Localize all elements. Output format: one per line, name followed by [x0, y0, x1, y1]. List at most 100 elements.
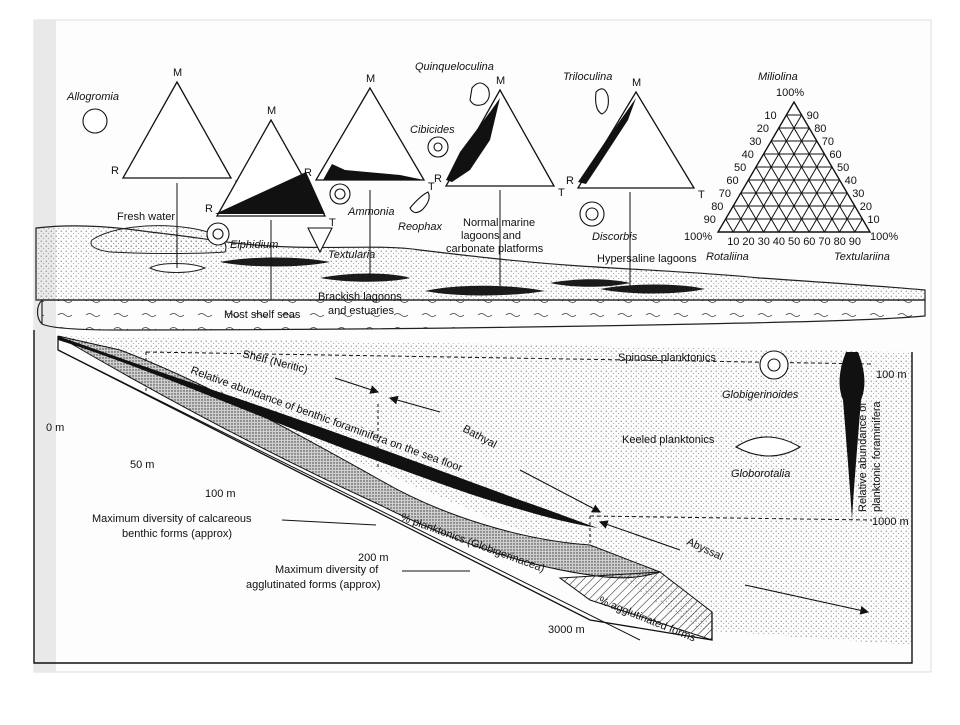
elphidium-shell-icon	[206, 222, 230, 246]
note-calcareous-2: benthic forms (approx)	[122, 528, 232, 540]
genus-sketches	[82, 82, 609, 254]
ternary-label-top: Miliolina	[758, 71, 798, 83]
ternary-tick-bottom: 40	[773, 236, 785, 248]
reophax-shell-icon	[409, 191, 430, 214]
quinqueloculina-shell-icon	[469, 82, 490, 106]
genus-elphidium: Elphidium	[230, 239, 278, 251]
ternary-tick-left: 90	[704, 214, 716, 226]
genus-allogromia: Allogromia	[66, 91, 119, 103]
vertex-top: M	[173, 67, 182, 79]
depth-200m: 200 m	[358, 552, 389, 564]
depth-0m: 0 m	[46, 422, 64, 434]
brackish-lagoon	[320, 273, 410, 282]
triloculina-shell-icon	[595, 88, 609, 115]
genus-reophax: Reophax	[398, 221, 443, 233]
ternary-pct-top: 100%	[776, 87, 804, 99]
sea-water	[41, 299, 926, 331]
ternary-tick-bottom: 90	[849, 236, 861, 248]
allogromia-shell-icon	[82, 108, 108, 134]
note-agglutinated-1: Maximum diversity of	[275, 564, 379, 576]
coastal-section	[35, 225, 926, 331]
spinose-planktonics: Spinose planktonics	[618, 352, 716, 364]
triangle-shelf: M R T	[205, 105, 336, 229]
right-depth-100m: 100 m	[876, 369, 907, 381]
triangle-normal: MRT	[434, 75, 565, 199]
env-normal-3: carbonate platforms	[446, 243, 544, 255]
ternary-tick-right: 90	[807, 110, 819, 122]
env-normal-1: Normal marine	[463, 217, 535, 229]
ternary-tick-right: 30	[852, 188, 864, 200]
vertex-left: R	[304, 167, 312, 179]
vertex-left: R	[205, 203, 213, 215]
ternary-tick-left: 40	[742, 149, 754, 161]
ternary-tick-right: 70	[822, 136, 834, 148]
ternary-tick-bottom: 30	[758, 236, 770, 248]
planktonic-abundance-spindle	[839, 352, 865, 520]
ternary-tick-left: 80	[711, 201, 723, 213]
genus-cibicides: Cibicides	[410, 124, 455, 136]
coastal-hill	[90, 225, 227, 254]
ammonia-shell-icon	[329, 183, 351, 205]
note-agglutinated-2: agglutinated forms (approx)	[246, 579, 381, 591]
ternary-label-right: Textulariina	[834, 251, 890, 263]
genus-textularia: Textularia	[328, 249, 375, 261]
discorbis-shell-icon	[579, 201, 605, 227]
page-gutter	[34, 20, 56, 672]
depth-100m: 100 m	[205, 488, 236, 500]
ternary-tick-right: 50	[837, 162, 849, 174]
genus-globorotalia: Globorotalia	[731, 468, 790, 480]
vertex-right: T	[428, 181, 435, 193]
triangle-hyper: MRT	[566, 77, 705, 201]
hypersaline-lagoon	[600, 284, 705, 294]
genus-globigerinoides: Globigerinoides	[722, 389, 799, 401]
ternary-tick-bottom: 20	[742, 236, 754, 248]
textularia-shell-icon	[307, 227, 333, 254]
lower-sediment-line	[57, 349, 641, 641]
ternary-tick-right: 60	[829, 149, 841, 161]
vertex-top: M	[632, 77, 641, 89]
environment-connectors	[176, 183, 631, 300]
vertex-left: R	[111, 165, 119, 177]
ternary-tick-bottom: 60	[803, 236, 815, 248]
ternary-tick-right: 20	[860, 201, 872, 213]
globorotalia-icon	[734, 436, 802, 457]
triangle-brackish: M R T	[304, 73, 435, 193]
ternary-pct-right: 100%	[870, 231, 898, 243]
env-hypersaline: Hypersaline lagoons	[597, 253, 697, 265]
normal-lagoon	[425, 285, 545, 296]
genus-triloculina: Triloculina	[563, 71, 612, 83]
vertex-right: T	[698, 189, 705, 201]
depth-3000m: 3000 m	[548, 624, 585, 636]
vertex-right: T	[558, 187, 565, 199]
ternary-label-left: Rotaliina	[706, 251, 749, 263]
top-labels: Allogromia Quinqueloculina Triloculina C…	[66, 61, 697, 321]
env-normal-2: lagoons and	[461, 230, 521, 242]
ternary-tick-left: 60	[726, 175, 738, 187]
env-brackish-1: Brackish lagoons	[318, 291, 402, 303]
ternary-tick-bottom: 50	[788, 236, 800, 248]
planktonic-axis-1: Relative abundance of	[857, 402, 869, 512]
depth-50m: 50 m	[130, 459, 154, 471]
ternary-tick-left: 20	[757, 123, 769, 135]
vertex-left: R	[434, 173, 442, 185]
genus-discorbis: Discorbis	[592, 231, 638, 243]
note-calcareous-1: Maximum diversity of calcareous	[92, 513, 252, 525]
ternary-tick-right: 40	[845, 175, 857, 187]
ternary-tick-left: 30	[749, 136, 761, 148]
keeled-planktonics: Keeled planktonics	[622, 434, 715, 446]
ternary-pct-left: 100%	[684, 231, 712, 243]
ternary-tick-right: 80	[814, 123, 826, 135]
ternary-tick-left: 70	[719, 188, 731, 200]
ternary-tick-left: 50	[734, 162, 746, 174]
vertex-top: M	[267, 105, 276, 117]
right-depth-1000m: 1000 m	[872, 516, 909, 528]
env-brackish-2: and estuaries	[328, 305, 395, 317]
environment-triangles: MRTMRTMRTMRTMRT	[111, 67, 705, 229]
carbonate-lagoon	[550, 279, 630, 287]
genus-ammonia: Ammonia	[347, 206, 394, 218]
vertex-right: T	[329, 217, 336, 229]
vertex-top: M	[366, 73, 375, 85]
